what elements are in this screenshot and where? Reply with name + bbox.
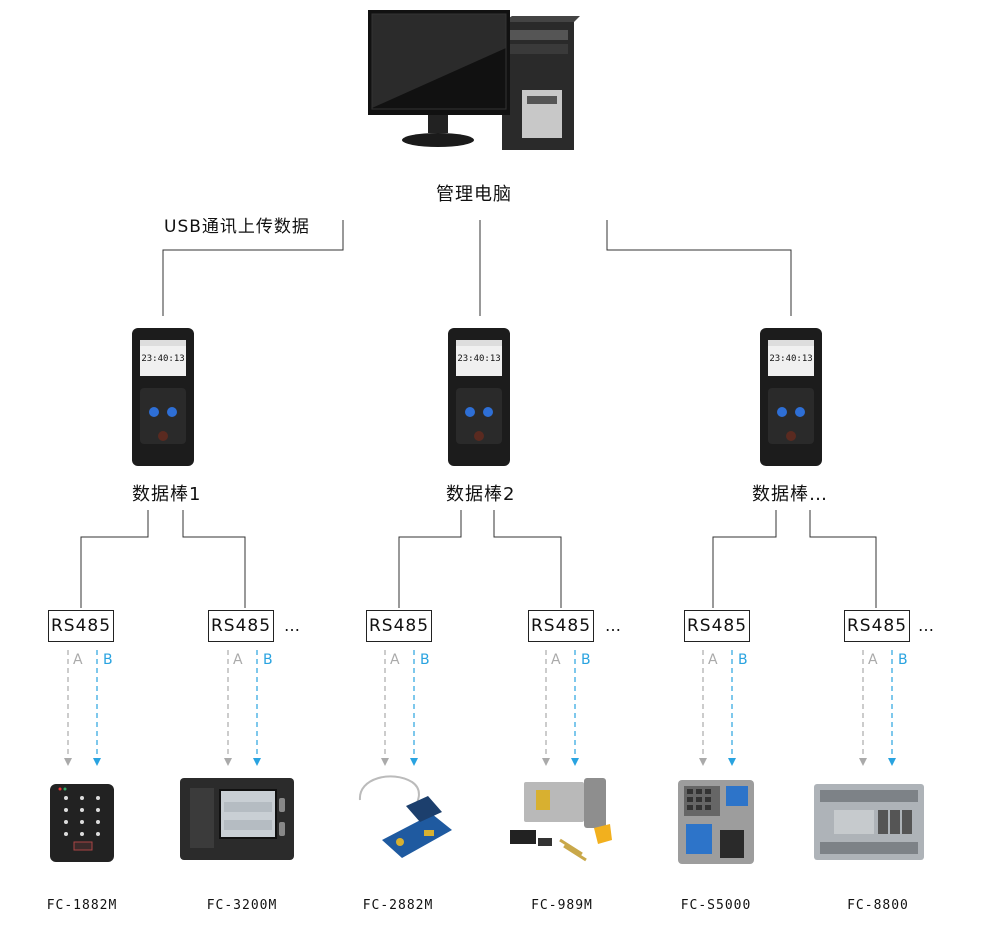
device-model-label: FC-989M <box>531 898 593 913</box>
rs485-box-1: RS485 <box>48 610 114 642</box>
device-fc-1882m-image <box>50 784 114 866</box>
device-fc-s5000-image <box>678 780 754 868</box>
line-a-label: A <box>868 652 878 668</box>
pc-label: 管理电脑 <box>436 184 512 205</box>
stick-label-3: 数据棒… <box>752 484 828 505</box>
branch-3a <box>712 510 777 608</box>
rs485-box-6: RS485 <box>844 610 910 642</box>
stick-label-2: 数据棒2 <box>446 484 516 505</box>
usb-label: USB通讯上传数据 <box>164 217 310 237</box>
line-a-label: A <box>551 652 561 668</box>
branch-3b <box>809 510 877 608</box>
device-model-label: FC-1882M <box>46 898 118 913</box>
rs485-box-3: RS485 <box>366 610 432 642</box>
pc-icon <box>362 8 582 153</box>
rs485-box-4: RS485 <box>528 610 594 642</box>
stick-label-1: 数据棒1 <box>132 484 202 505</box>
line-b-label: B <box>898 652 908 668</box>
line-b-label: B <box>103 652 113 668</box>
usb-link-3 <box>606 220 792 316</box>
device-model-label: FC-3200M <box>206 898 278 913</box>
line-a-label: A <box>708 652 718 668</box>
stick-time: 23:40:13 <box>769 354 812 364</box>
branch-2b <box>493 510 562 608</box>
device-fc-8800-image <box>814 784 924 864</box>
rs485-box-2: RS485 <box>208 610 274 642</box>
line-b-label: B <box>420 652 430 668</box>
stick-time: 23:40:13 <box>141 354 184 364</box>
device-model-label: FC-S5000 <box>680 898 752 913</box>
device-fc-3200m-image <box>180 778 294 864</box>
device-model-label: FC-2882M <box>362 898 434 913</box>
line-a-label: A <box>390 652 400 668</box>
rs485-ellipsis-1: … <box>284 616 300 635</box>
rs485-ellipsis-2: … <box>605 616 621 635</box>
device-fc-2882m-image <box>352 770 456 864</box>
device-model-label: FC-8800 <box>847 898 909 913</box>
data-stick-3: 23:40:13 <box>760 328 822 466</box>
line-b-label: B <box>263 652 273 668</box>
data-stick-2: 23:40:13 <box>448 328 510 466</box>
rs485-box-5: RS485 <box>684 610 750 642</box>
branch-1b <box>182 510 246 608</box>
branch-2a <box>398 510 462 608</box>
line-a-label: A <box>73 652 83 668</box>
usb-link-1 <box>162 220 344 316</box>
device-fc-989m-image <box>506 776 616 866</box>
line-a-label: A <box>233 652 243 668</box>
line-b-label: B <box>581 652 591 668</box>
branch-1a <box>80 510 149 608</box>
line-b-label: B <box>738 652 748 668</box>
data-stick-1: 23:40:13 <box>132 328 194 466</box>
stick-time: 23:40:13 <box>457 354 500 364</box>
rs485-ellipsis-3: … <box>918 616 934 635</box>
